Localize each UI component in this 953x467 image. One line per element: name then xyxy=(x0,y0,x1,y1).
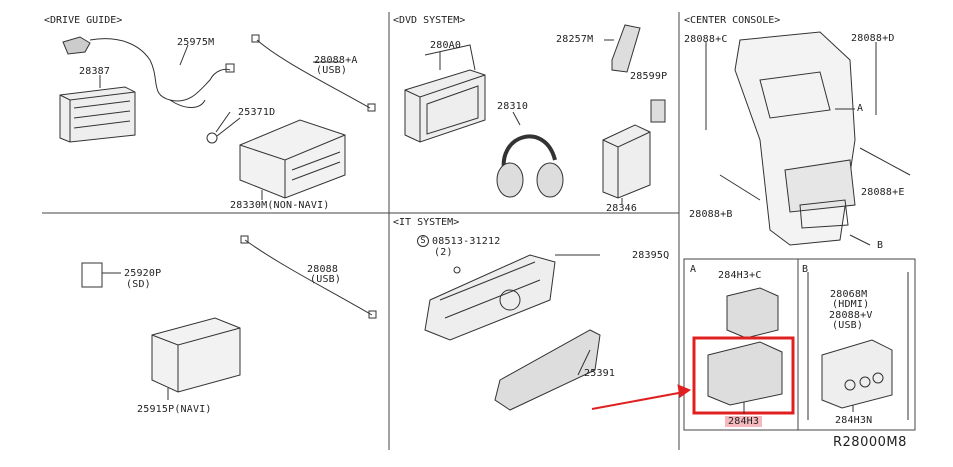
center-console-assembly xyxy=(705,31,911,246)
part-08513-sub: (2) xyxy=(434,247,453,258)
diagram-reference: R28000M8 xyxy=(833,435,907,450)
module-28346 xyxy=(602,124,651,199)
part-28599P[interactable]: 28599P xyxy=(630,71,668,82)
part-28310[interactable]: 28310 xyxy=(497,101,529,112)
part-08513-31212[interactable]: 08513-31212 xyxy=(432,236,501,247)
usb-port-284H3C xyxy=(726,287,779,339)
section-center-console: <CENTER CONSOLE> xyxy=(684,15,781,26)
part-28088A-sub: (USB) xyxy=(316,65,348,76)
part-28088B-console[interactable]: 28088+B xyxy=(689,209,733,220)
dvd-screen-280A0 xyxy=(404,44,486,143)
headphones-28310 xyxy=(496,134,564,198)
part-25371D[interactable]: 25371D xyxy=(238,107,276,118)
part-28068M[interactable]: 28068M xyxy=(830,289,868,300)
part-28068M-sub: (HDMI) xyxy=(832,299,870,310)
sd-card-25920P xyxy=(81,262,103,288)
part-25920P-sub: (SD) xyxy=(126,279,151,290)
part-25391[interactable]: 25391 xyxy=(584,368,616,379)
part-28088C[interactable]: 28088+C xyxy=(684,34,728,45)
part-25915P[interactable]: 25915P(NAVI) xyxy=(137,404,212,415)
console-ref-b: B xyxy=(877,240,884,251)
part-280A0[interactable]: 280A0 xyxy=(430,40,462,51)
part-28088A[interactable]: 28088+A xyxy=(314,55,358,66)
part-28088-sub: (USB) xyxy=(310,274,342,285)
cable-25975M xyxy=(89,38,235,108)
part-28088D[interactable]: 28088+D xyxy=(851,33,895,44)
unit-28330M xyxy=(206,117,346,199)
battery-28599P xyxy=(650,99,666,123)
part-284H3N[interactable]: 284H3N xyxy=(835,415,873,426)
section-drive-guide: <DRIVE GUIDE> xyxy=(44,15,123,26)
part-28387[interactable]: 28387 xyxy=(79,66,111,77)
part-28395Q[interactable]: 28395Q xyxy=(632,250,670,261)
part-28088E[interactable]: 28088+E xyxy=(861,187,905,198)
section-dvd-system: <DVD SYSTEM> xyxy=(393,15,466,26)
red-arrow xyxy=(591,384,692,410)
usb-port-284H3 xyxy=(707,341,783,406)
remote-28257M xyxy=(611,24,641,73)
inset-b-label: B xyxy=(802,264,809,275)
service-symbol-s: S xyxy=(417,235,429,247)
leader-lines xyxy=(99,39,871,414)
usb-cable-28088A xyxy=(251,34,376,112)
grid-lines xyxy=(42,12,916,450)
section-it-system: <IT SYSTEM> xyxy=(393,217,460,228)
console-ref-a: A xyxy=(857,103,864,114)
unit-25915P xyxy=(151,317,241,393)
part-284H3-highlight: 284H3 xyxy=(725,416,763,427)
part-284H3[interactable]: 284H3 xyxy=(725,416,763,427)
part-28346[interactable]: 28346 xyxy=(606,203,638,214)
drive-guide-module-28387 xyxy=(59,36,136,143)
bezel-25391 xyxy=(494,329,601,411)
part-28088[interactable]: 28088 xyxy=(307,264,339,275)
part-25920P[interactable]: 25920P xyxy=(124,268,162,279)
part-28257M[interactable]: 28257M xyxy=(556,34,594,45)
part-28088V[interactable]: 28088+V xyxy=(829,310,873,321)
part-28088V-sub: (USB) xyxy=(832,320,864,331)
part-25975M[interactable]: 25975M xyxy=(177,37,215,48)
usb-cable-28088 xyxy=(240,235,377,319)
inset-a-label: A xyxy=(690,264,697,275)
it-module-28395Q xyxy=(424,254,556,341)
part-28330M[interactable]: 28330M(NON-NAVI) xyxy=(230,200,330,211)
hdmi-module-284H3N xyxy=(821,339,893,409)
part-284H3C[interactable]: 284H3+C xyxy=(718,270,762,281)
